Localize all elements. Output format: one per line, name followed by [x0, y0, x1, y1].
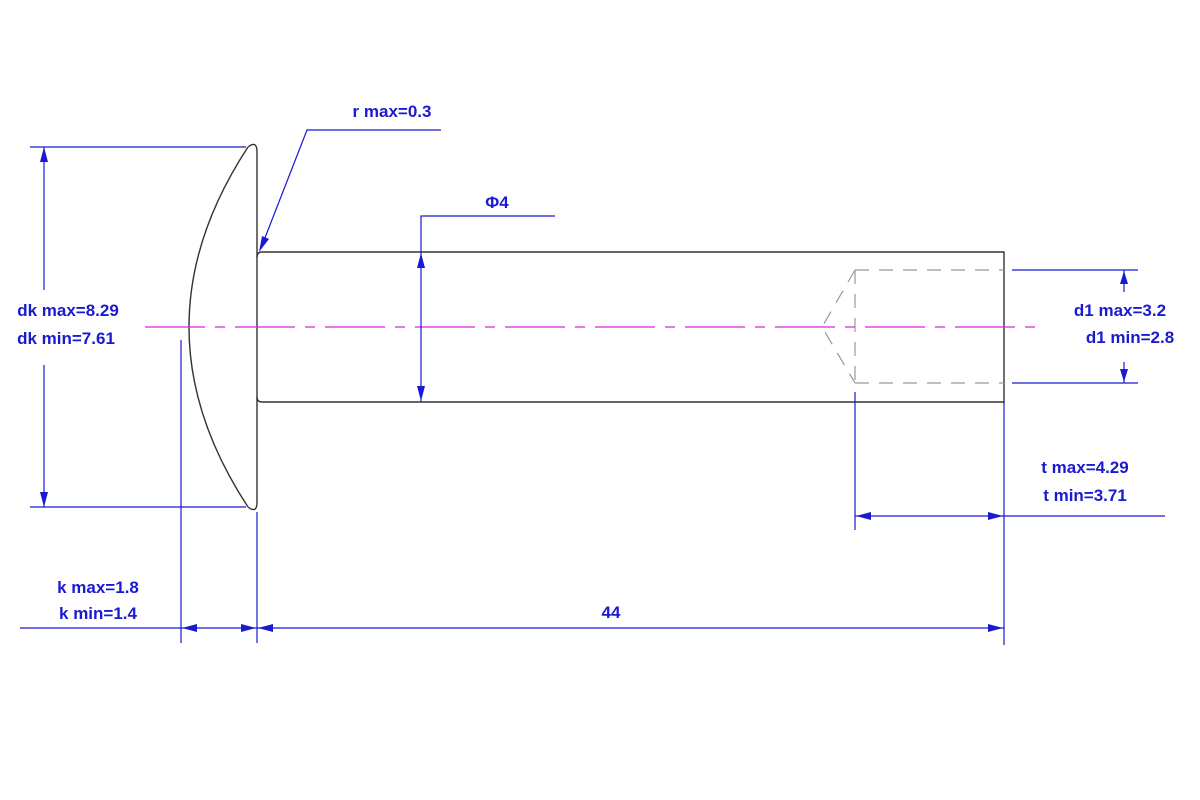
k-max-label: k max=1.8 — [57, 578, 139, 597]
shank-diameter-dimension: Φ4 — [417, 193, 555, 402]
t-max-label: t max=4.29 — [1041, 458, 1128, 477]
dk-max-label: dk max=8.29 — [17, 301, 119, 320]
t-dimension: t max=4.29 t min=3.71 — [854, 392, 1165, 645]
k-dimension: k max=1.8 k min=1.4 — [20, 340, 1004, 643]
d1-min-label: d1 min=2.8 — [1086, 328, 1174, 347]
k-min-label: k min=1.4 — [59, 604, 138, 623]
d1-dimension: d1 max=3.2 d1 min=2.8 — [1012, 269, 1174, 384]
r-leader: r max=0.3 — [259, 102, 441, 252]
dk-min-label: dk min=7.61 — [17, 329, 115, 348]
r-max-label: r max=0.3 — [353, 102, 432, 121]
t-min-label: t min=3.71 — [1043, 486, 1127, 505]
length-label: 44 — [602, 603, 621, 622]
dk-dimension: dk max=8.29 dk min=7.61 — [17, 146, 246, 508]
d1-max-label: d1 max=3.2 — [1074, 301, 1166, 320]
length-dimension: 44 — [258, 603, 1003, 632]
phi4-label: Φ4 — [485, 193, 509, 212]
